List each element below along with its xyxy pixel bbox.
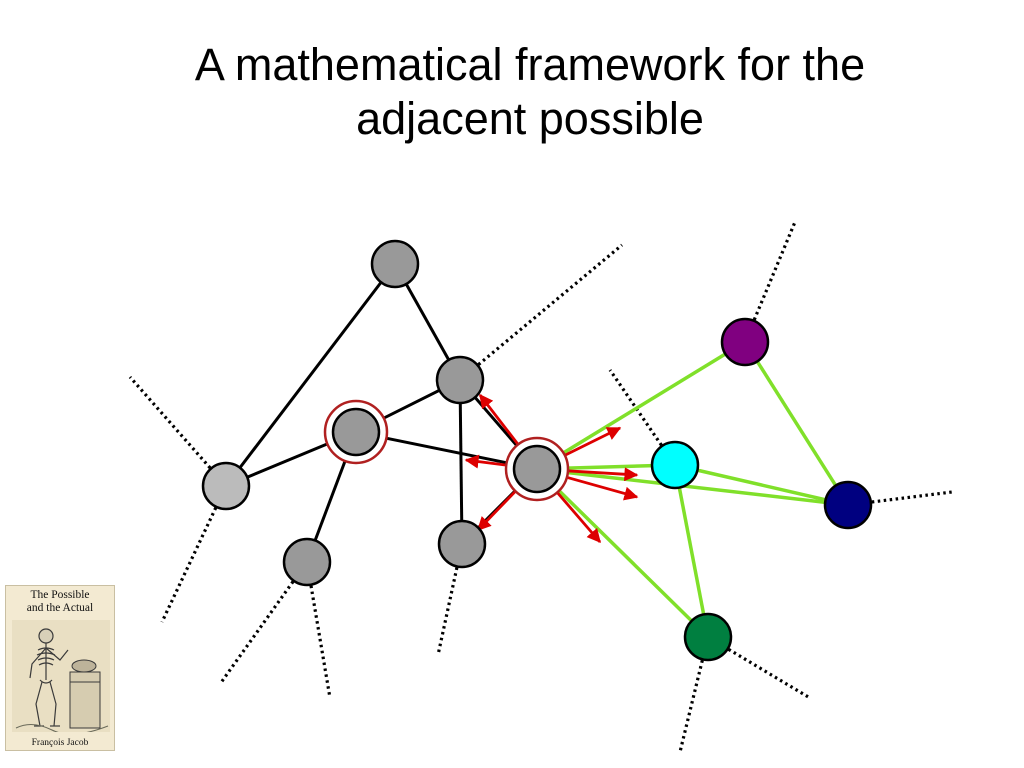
skeleton-engraving-icon (12, 620, 110, 732)
edge-ringed-center-to-green (535, 467, 710, 639)
dotted-stub-4 (218, 561, 309, 685)
edge-cyan-to-navy (674, 463, 849, 507)
node-purple (720, 317, 770, 367)
edge-top-to-left (224, 263, 397, 487)
node-ringed-left (331, 407, 381, 457)
adjacent-arrow-1 (478, 393, 520, 447)
book-title-line-2: and the Actual (26, 602, 94, 614)
node-green (683, 612, 733, 662)
slide-title: A mathematical framework for the adjacen… (0, 38, 1024, 146)
dotted-stub-5 (305, 561, 332, 699)
adjacent-arrow-5 (566, 467, 639, 482)
edge-ringed-center-to-purple (536, 340, 746, 471)
node-left (201, 461, 251, 511)
node-lower-mid (437, 519, 487, 569)
book-title-line-1: The Possible (30, 589, 90, 601)
book-title: The Possible and the Actual (6, 589, 114, 615)
edge-upper-mid-to-lower-mid (458, 379, 464, 545)
adjacent-arrow-3 (476, 489, 518, 532)
node-top (370, 239, 420, 289)
node-upper-mid (435, 355, 485, 405)
node-ringed-center (512, 444, 562, 494)
node-navy (823, 480, 873, 530)
edge-cyan-to-green (673, 464, 710, 638)
book-cover: The Possible and the Actual François Jac… (5, 585, 115, 751)
slide-title-line-2: adjacent possible (356, 93, 704, 144)
node-cyan (650, 440, 700, 490)
adjacent-arrow-2 (464, 454, 508, 469)
book-author: François Jacob (31, 738, 89, 748)
adjacent-arrow-7 (555, 490, 602, 544)
node-lower-left (282, 537, 332, 587)
dotted-stub-3 (160, 485, 228, 623)
edge-purple-to-navy (743, 341, 850, 506)
edge-ringed-center-to-navy (536, 467, 849, 507)
adjacent-arrow-4 (563, 426, 622, 457)
dotted-stub-7 (743, 221, 797, 343)
slide-title-line-1: A mathematical framework for the (194, 39, 866, 90)
dotted-stub-1 (458, 243, 624, 382)
adjacent-arrow-6 (565, 475, 639, 501)
